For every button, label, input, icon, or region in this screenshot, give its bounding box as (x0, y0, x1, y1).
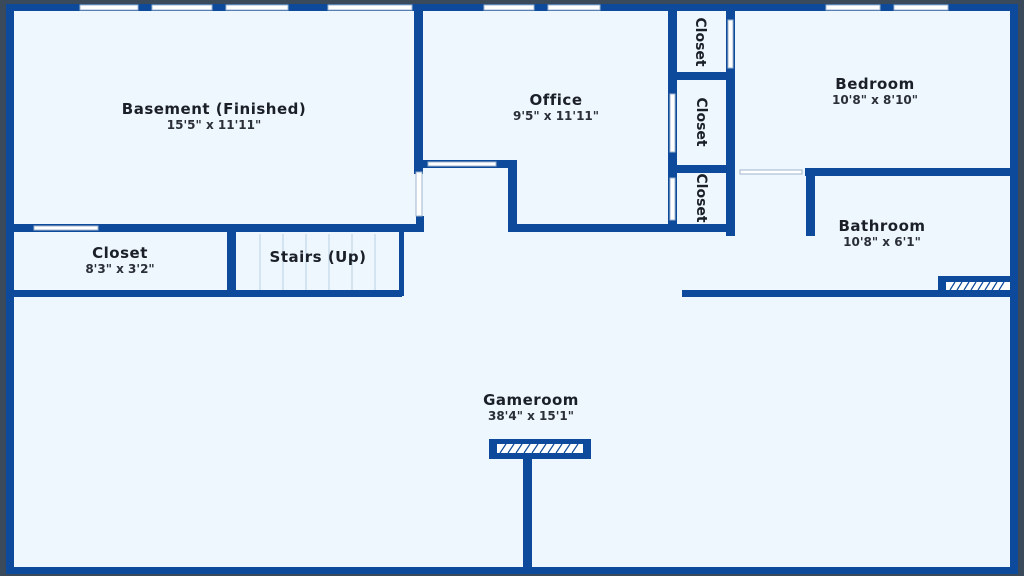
room-label-bathroom: Bathroom 10'8" x 6'1" (838, 217, 925, 250)
windows (79, 4, 949, 11)
room-label-gameroom: Gameroom 38'4" x 15'1" (483, 391, 579, 424)
room-name: Closet (92, 244, 148, 262)
room-dimensions: 8'3" x 3'2" (85, 262, 155, 276)
room-name: Gameroom (483, 391, 579, 409)
room-dimensions: 9'5" x 11'11" (512, 109, 600, 123)
room-dimensions: 15'5" x 11'11" (166, 118, 262, 132)
closet-label-2: Closet (693, 97, 709, 147)
room-dimensions: 38'4" x 15'1" (487, 409, 575, 423)
closet-label-1: Closet (692, 17, 708, 67)
room-name: Bedroom (835, 75, 915, 93)
room-label-stairs: Stairs (Up) (270, 248, 367, 266)
closet-label-3: Closet (693, 173, 709, 223)
vents (497, 281, 1010, 454)
room-name: Office (529, 91, 583, 109)
room-dimensions: 10'8" x 6'1" (843, 235, 921, 249)
room-label-office: Office 9'5" x 11'11" (513, 91, 599, 124)
room-name: Bathroom (838, 217, 926, 235)
room-label-closet: Closet 8'3" x 3'2" (85, 244, 154, 277)
room-name: Stairs (Up) (269, 248, 367, 266)
stair-treads (259, 234, 376, 290)
room-label-basement: Basement (Finished) 15'5" x 11'11" (122, 100, 306, 133)
door-openings (33, 19, 803, 231)
floor-area (8, 6, 1016, 572)
room-name: Basement (Finished) (121, 100, 307, 118)
room-dimensions: 10'8" x 8'10" (831, 93, 919, 107)
room-label-bedroom: Bedroom 10'8" x 8'10" (832, 75, 918, 108)
